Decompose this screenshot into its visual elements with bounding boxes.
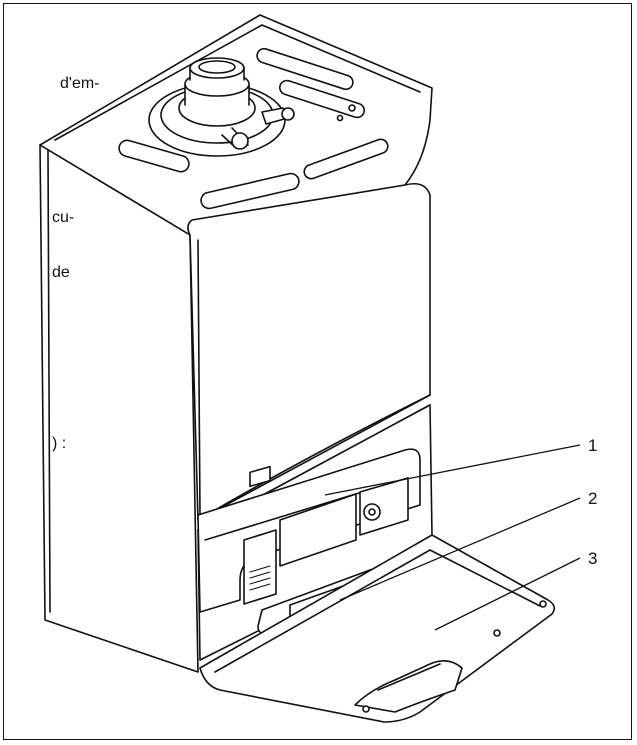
text-fragment: cu-	[52, 209, 74, 226]
flap-handle	[354, 660, 463, 713]
callout-1: 1	[588, 436, 597, 455]
top-slot	[118, 139, 190, 173]
top-slot	[256, 47, 354, 91]
front-lower-curve	[197, 394, 431, 521]
flap-screw	[539, 600, 547, 608]
leader-line-3	[434, 557, 581, 631]
screen	[249, 465, 271, 488]
front-panel-edge	[197, 239, 201, 516]
display-panel	[279, 493, 357, 567]
text-fragment: d'em-	[60, 75, 100, 92]
flap-screw	[362, 705, 370, 713]
top-rear-edge	[54, 24, 421, 141]
screw	[348, 104, 356, 112]
callout-3: 3	[588, 549, 597, 568]
flue-outlet	[148, 57, 295, 157]
top-slot	[200, 172, 300, 210]
boiler-left-side	[39, 144, 199, 673]
vent-grille	[249, 565, 271, 591]
text-fragment: ) :	[52, 435, 66, 452]
leader-line-2	[339, 497, 581, 601]
boiler-front-panel	[187, 182, 431, 521]
leader-line-1	[324, 444, 581, 496]
side-edge	[47, 149, 51, 613]
screw	[336, 114, 344, 122]
left-display	[243, 529, 277, 605]
callout-2: 2	[588, 489, 597, 508]
text-fragment: de	[52, 264, 70, 281]
top-slot	[303, 138, 389, 180]
top-slot	[279, 79, 365, 119]
fold-down-flap	[199, 534, 556, 723]
flap-screw	[493, 629, 501, 637]
